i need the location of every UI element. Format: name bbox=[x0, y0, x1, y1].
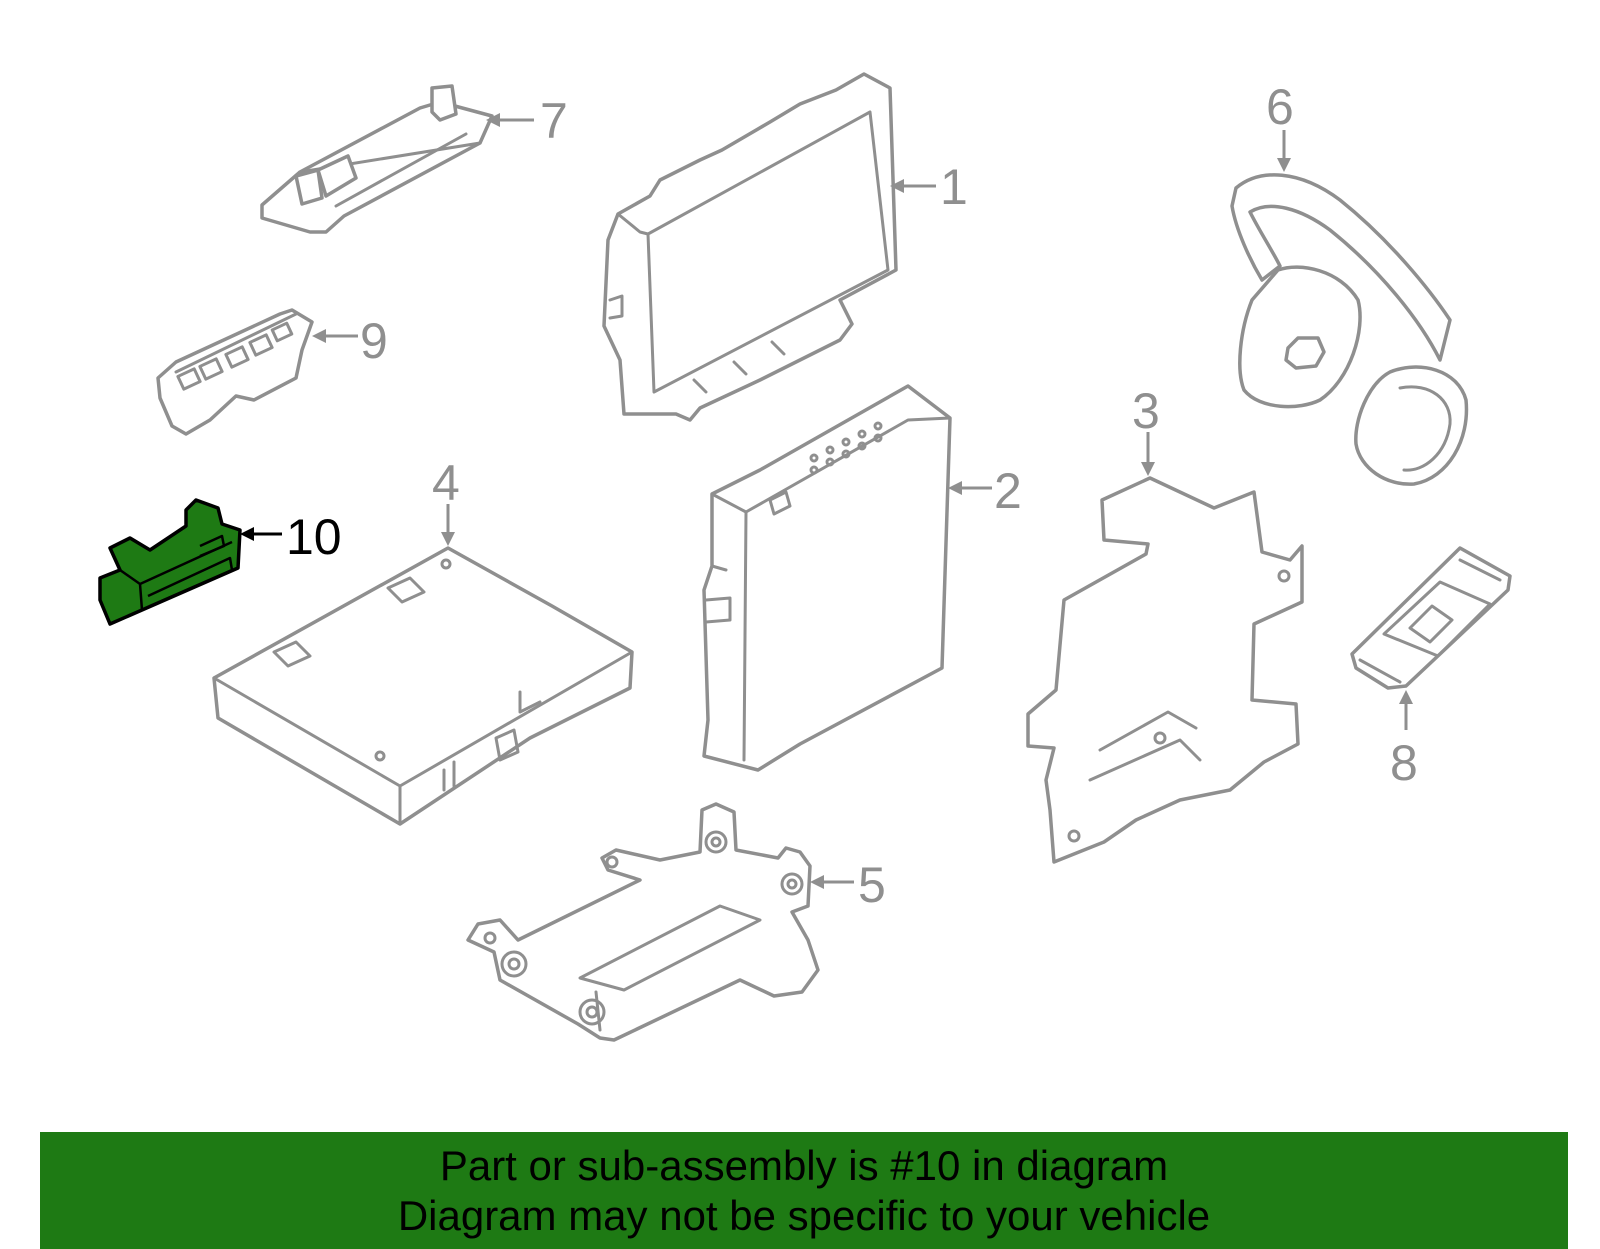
part-6[interactable] bbox=[1230, 173, 1469, 486]
callout-4: 4 bbox=[432, 455, 460, 511]
callout-5: 5 bbox=[858, 857, 886, 913]
callout-3: 3 bbox=[1132, 383, 1160, 439]
part-7[interactable] bbox=[260, 84, 494, 234]
leader-6 bbox=[1277, 130, 1291, 172]
part-10[interactable] bbox=[98, 498, 242, 626]
leader-1 bbox=[890, 179, 936, 193]
callout-7: 7 bbox=[540, 93, 568, 149]
part-2[interactable] bbox=[702, 384, 952, 772]
leader-8 bbox=[1399, 690, 1413, 730]
callout-10: 10 bbox=[286, 509, 342, 565]
callout-1: 1 bbox=[940, 159, 968, 215]
leader-7 bbox=[486, 113, 534, 127]
part-9[interactable] bbox=[156, 308, 314, 436]
callout-6: 6 bbox=[1266, 79, 1294, 135]
part-4[interactable] bbox=[212, 546, 634, 826]
part-5[interactable] bbox=[466, 802, 820, 1042]
banner-line-1: Part or sub-assembly is #10 in diagram bbox=[439, 1141, 1169, 1189]
part-3[interactable] bbox=[1026, 476, 1304, 864]
leader-10 bbox=[240, 527, 282, 541]
info-banner: Part or sub-assembly is #10 in diagram D… bbox=[40, 1132, 1568, 1249]
leader-9 bbox=[312, 329, 358, 343]
callout-9: 9 bbox=[360, 313, 388, 369]
leader-5 bbox=[810, 875, 854, 889]
leader-3 bbox=[1141, 432, 1155, 476]
part-1[interactable] bbox=[602, 72, 898, 422]
leader-4 bbox=[441, 504, 455, 546]
banner-line-2: Diagram may not be specific to your vehi… bbox=[397, 1191, 1211, 1239]
callout-8: 8 bbox=[1390, 735, 1418, 791]
leader-2 bbox=[948, 481, 992, 495]
callout-2: 2 bbox=[994, 463, 1022, 519]
part-8[interactable] bbox=[1350, 546, 1512, 690]
